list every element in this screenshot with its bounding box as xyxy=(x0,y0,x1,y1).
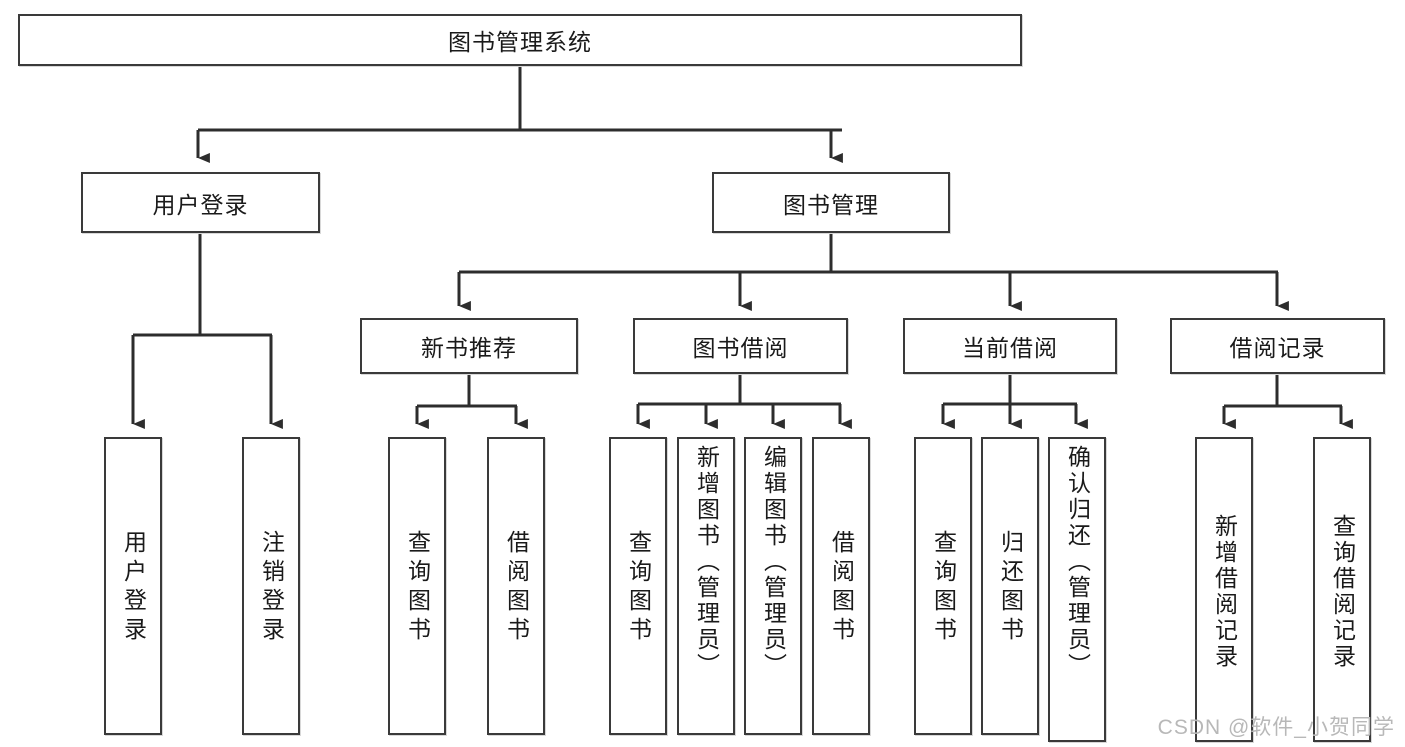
leaf-borrow-book-borrow[interactable]: 借阅图书 xyxy=(812,437,870,735)
leaf-query-book-borrow[interactable]: 查询图书 xyxy=(609,437,667,735)
leaf-query-book-recommend[interactable]: 查询图书 xyxy=(388,437,446,735)
leaf-confirm-return[interactable]: 确认归还（管理员） xyxy=(1048,437,1106,742)
leaf-add-book[interactable]: 新增图书（管理员） xyxy=(677,437,735,735)
node-book-manage[interactable]: 图书管理 xyxy=(712,172,950,233)
leaf-add-borrow-record[interactable]: 新增借阅记录 xyxy=(1195,437,1253,742)
node-root-system[interactable]: 图书管理系统 xyxy=(18,14,1022,66)
node-user-login[interactable]: 用户登录 xyxy=(81,172,320,233)
watermark-text: CSDN @软件_小贺同学 xyxy=(1157,716,1395,739)
leaf-return-book[interactable]: 归还图书 xyxy=(981,437,1039,735)
node-borrow-record[interactable]: 借阅记录 xyxy=(1170,318,1385,374)
node-current-borrow[interactable]: 当前借阅 xyxy=(903,318,1117,374)
leaf-query-book-current[interactable]: 查询图书 xyxy=(914,437,972,735)
node-new-book-recommend[interactable]: 新书推荐 xyxy=(360,318,578,374)
leaf-user-login[interactable]: 用户登录 xyxy=(104,437,162,735)
node-book-borrow[interactable]: 图书借阅 xyxy=(633,318,848,374)
leaf-edit-book[interactable]: 编辑图书（管理员） xyxy=(744,437,802,735)
leaf-borrow-book-recommend[interactable]: 借阅图书 xyxy=(487,437,545,735)
leaf-query-borrow-record[interactable]: 查询借阅记录 xyxy=(1313,437,1371,742)
leaf-user-logout[interactable]: 注销登录 xyxy=(242,437,300,735)
